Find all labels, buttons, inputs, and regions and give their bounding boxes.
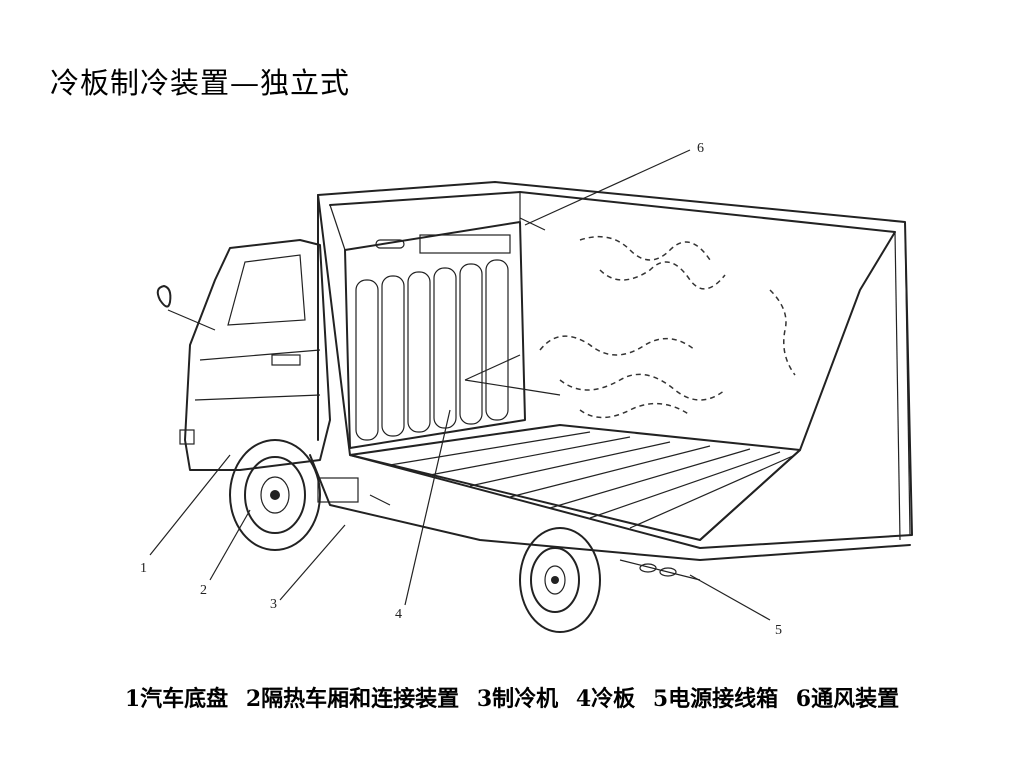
truck-cab — [156, 239, 331, 471]
legend-item-refrigerator: 3制冷机 — [476, 686, 559, 712]
legend-item-power-box: 5电源接线箱 — [652, 686, 779, 712]
front-wheel — [229, 439, 321, 551]
callout-1: 1 — [140, 561, 147, 576]
legend-item-insulated-box: 2隔热车厢和连接装置 — [245, 686, 460, 712]
callout-4: 4 — [395, 607, 402, 622]
callout-3: 3 — [270, 597, 277, 612]
cargo-floor — [349, 424, 801, 541]
chassis-side — [309, 454, 911, 581]
callout-5: 5 — [775, 623, 782, 638]
legend-caption: 1汽车底盘 2隔热车厢和连接装置 3制冷机 4冷板 5电源接线箱 6通风装置 — [0, 681, 1024, 713]
ventilation-unit — [375, 217, 546, 254]
legend-item-cold-plate: 4冷板 — [575, 686, 636, 712]
page-title: 冷板制冷装置—独立式 — [50, 66, 351, 100]
callout-6: 6 — [697, 141, 704, 156]
airflow-arrows — [539, 235, 796, 419]
cold-plate — [355, 259, 509, 441]
insulated-box — [317, 181, 913, 549]
legend-item-chassis: 1汽车底盘 — [124, 686, 229, 712]
callout-2: 2 — [200, 583, 207, 598]
rear-wheel — [519, 527, 601, 633]
leader-lines — [149, 149, 771, 621]
legend-item-ventilation: 6通风装置 — [795, 686, 900, 712]
